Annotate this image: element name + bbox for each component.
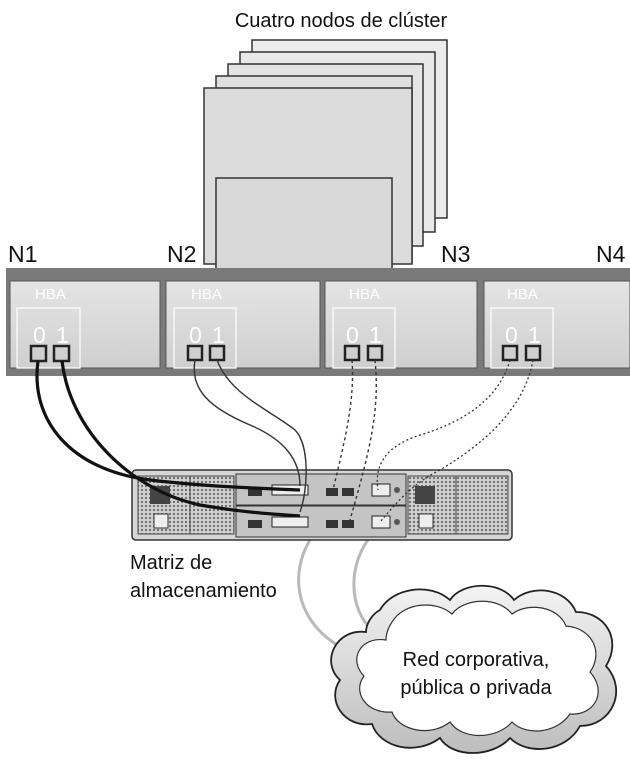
network-cloud: Red corporativa, pública o privada <box>330 584 617 754</box>
sas-cables-n2 <box>193 359 307 513</box>
port-1-label: 1 <box>212 322 225 348</box>
node-label-n3: N3 <box>441 241 470 267</box>
hba-label: HBA <box>35 286 66 303</box>
hba-port-1 <box>524 344 542 362</box>
hba-label: HBA <box>349 286 380 303</box>
controller-module <box>235 505 407 538</box>
port-0-label: 0 <box>346 322 359 348</box>
host-n3: HBA 0 1 <box>324 280 478 369</box>
port-0-label: 0 <box>33 322 46 348</box>
node-label-n4: N4 <box>596 241 626 267</box>
hba-port-0 <box>343 344 361 362</box>
hba-port-0 <box>501 344 519 362</box>
cluster-nodes-stack <box>203 39 448 271</box>
power-socket-icon <box>415 486 435 504</box>
port-1-label: 1 <box>528 322 541 348</box>
hba-label: HBA <box>507 286 538 303</box>
port-1-label: 1 <box>369 322 382 348</box>
storage-array <box>131 469 513 541</box>
hba-port-1 <box>366 344 384 362</box>
power-switch-icon <box>418 513 434 529</box>
network-label-line1: Red corporativa, <box>403 649 550 671</box>
node-label-n1: N1 <box>8 241 37 267</box>
sas-cables-n1 <box>35 360 301 518</box>
sas-cables-n3 <box>332 359 377 521</box>
hba-port-0 <box>186 344 204 362</box>
power-socket-icon <box>150 486 170 504</box>
hba-port-0 <box>29 344 48 363</box>
hba-port-1 <box>52 344 71 363</box>
hba-port-1 <box>208 344 226 362</box>
sas-cables-n4 <box>376 359 534 523</box>
host-n2: HBA 0 1 <box>165 280 321 369</box>
host-n1: HBA 0 1 <box>9 280 161 369</box>
storage-label-line1: Matriz de <box>130 552 212 574</box>
port-0-label: 0 <box>505 322 518 348</box>
node-label-n2: N2 <box>167 241 196 267</box>
port-0-label: 0 <box>189 322 202 348</box>
network-label-line2: pública o privada <box>400 677 552 699</box>
port-1-label: 1 <box>56 322 69 348</box>
hba-label: HBA <box>191 286 222 303</box>
power-switch-icon <box>153 513 169 529</box>
host-n4: HBA 0 1 <box>483 280 630 369</box>
diagram-title: Cuatro nodos de clúster <box>235 10 448 32</box>
storage-label-line2: almacenamiento <box>130 580 277 602</box>
